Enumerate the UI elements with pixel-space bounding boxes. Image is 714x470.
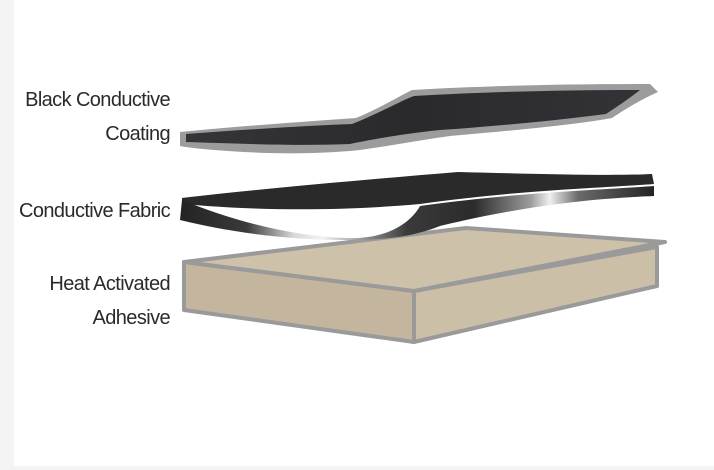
fabric-layer: [180, 172, 654, 240]
adhesive-label-line1: Heat Activated: [49, 273, 170, 295]
fabric-label: Conductive Fabric: [19, 200, 171, 222]
fabric-front-face: [180, 186, 654, 240]
adhesive-layer: [182, 226, 667, 344]
fabric-top-face: [182, 172, 654, 210]
diagram-canvas: [14, 0, 714, 466]
adhesive-side-face: [412, 245, 659, 344]
coating-label-line1: Black Conductive: [25, 89, 171, 111]
coating-top-face: [186, 90, 640, 145]
coating-layer: [180, 84, 658, 154]
adhesive-label-line2: Adhesive: [92, 307, 171, 329]
coating-label-line2: Coating: [105, 123, 170, 145]
